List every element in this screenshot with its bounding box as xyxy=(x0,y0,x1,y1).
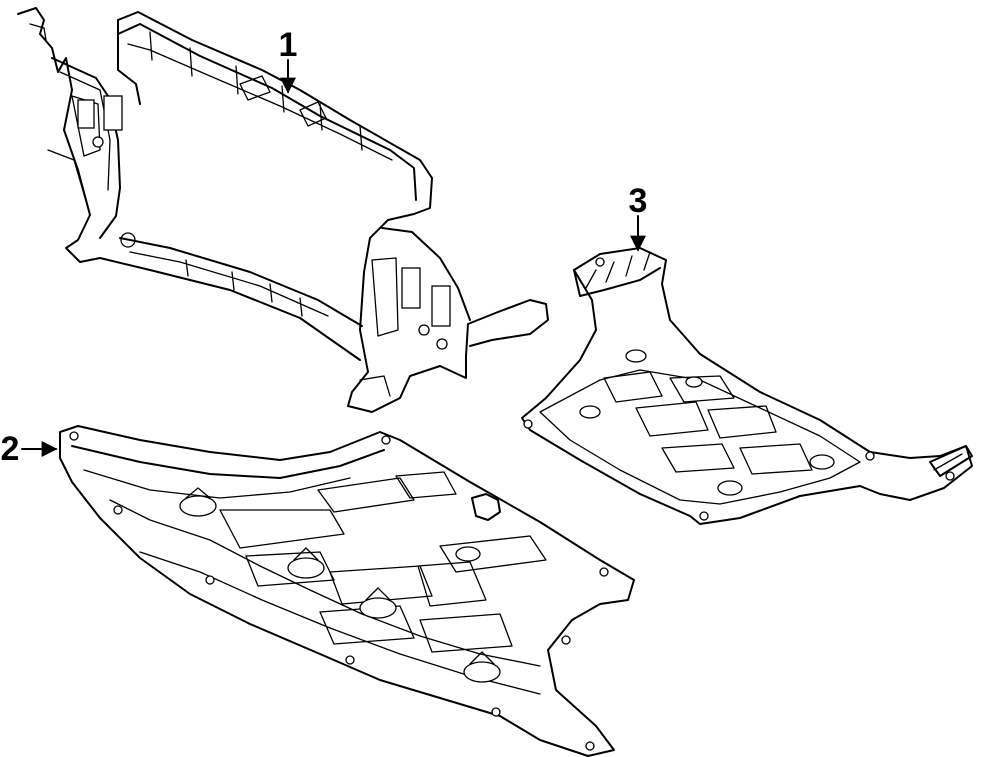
callout-number-3: 3 xyxy=(629,182,648,220)
callout-1: 1 xyxy=(279,26,298,94)
callout-3: 3 xyxy=(629,182,648,252)
front-under-cover xyxy=(59,425,635,757)
radiator-support-frame xyxy=(17,7,549,413)
callout-number-1: 1 xyxy=(279,26,298,64)
callout-2: 2 xyxy=(1,430,58,468)
callout-number-2: 2 xyxy=(1,430,20,468)
rear-under-cover xyxy=(521,247,973,525)
